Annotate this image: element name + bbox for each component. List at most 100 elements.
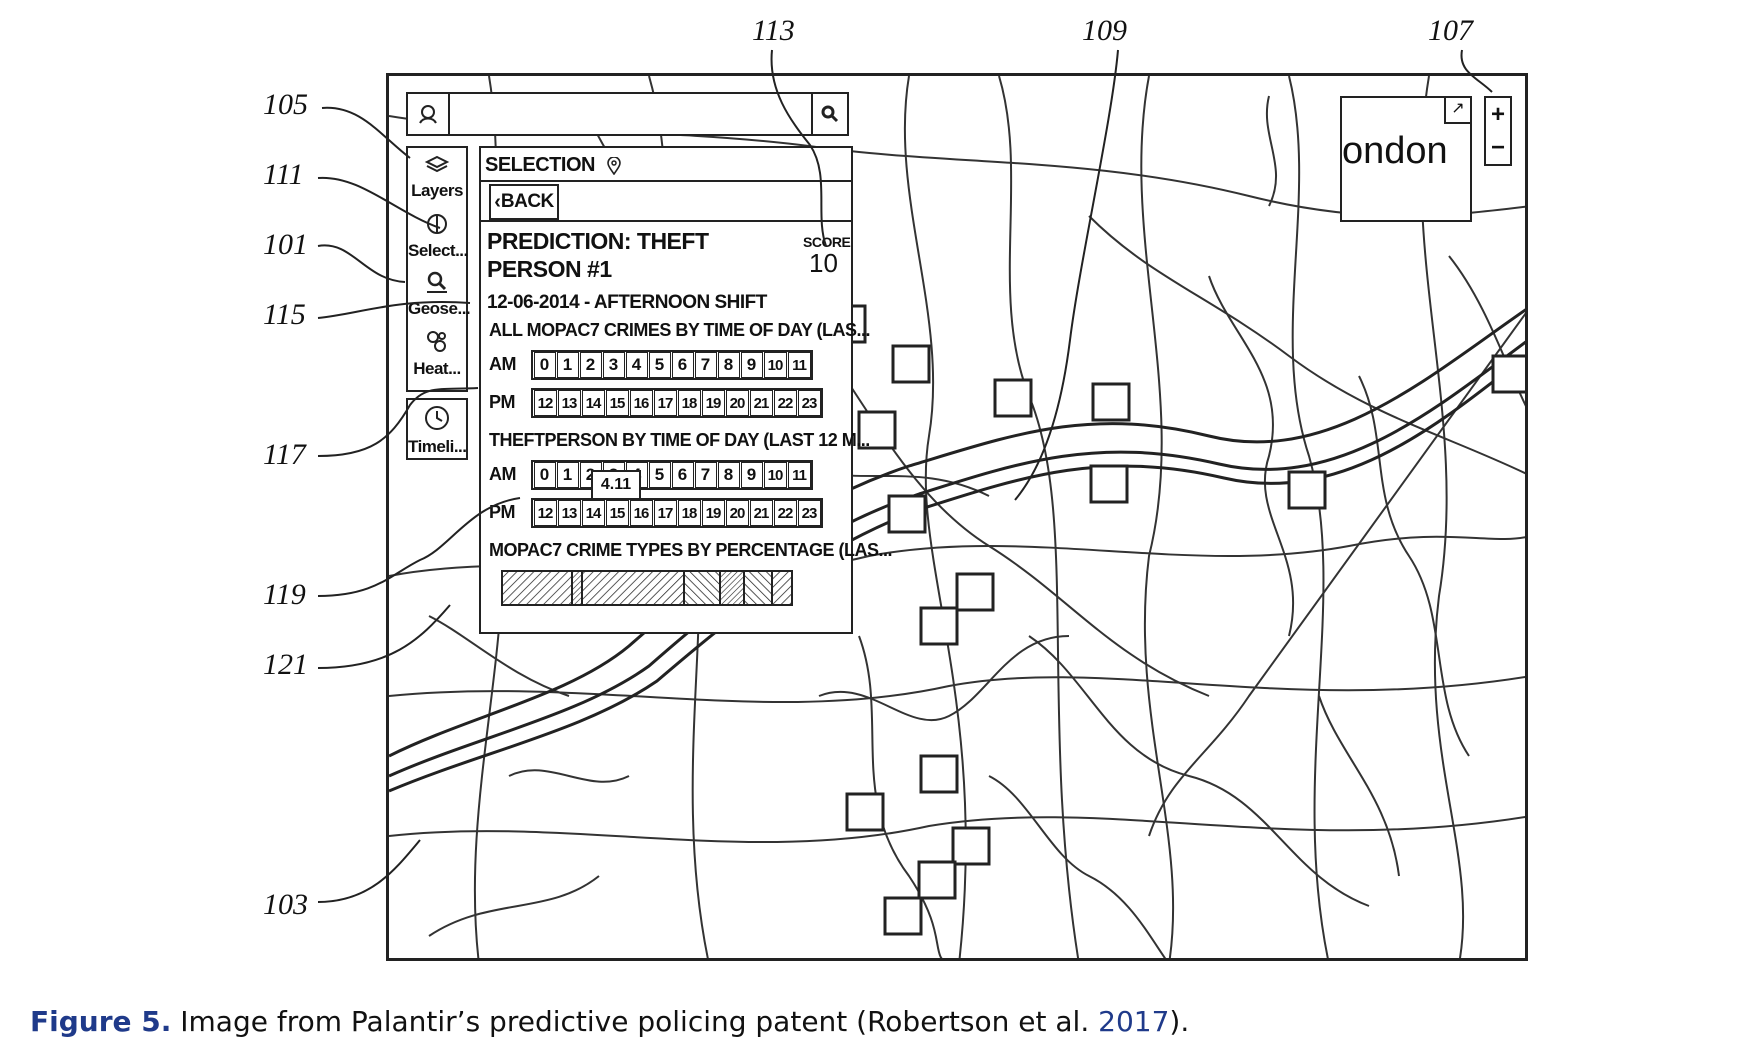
select-label: Select...	[408, 241, 468, 260]
timeline-label: Timeli...	[408, 437, 467, 456]
hour-cell[interactable]: 9	[740, 462, 763, 488]
section-theft-person: THEFTPERSON BY TIME OF DAY (LAST 12 M...	[489, 430, 870, 450]
hour-cell[interactable]: 23	[797, 500, 821, 526]
layers-button[interactable]: Layers	[408, 154, 466, 210]
search-input[interactable]	[450, 102, 790, 128]
hour-cell[interactable]: 15	[605, 500, 629, 526]
back-button[interactable]: ‹ BACK	[489, 184, 559, 220]
citation-year-link[interactable]: 2017	[1098, 1005, 1170, 1038]
ref-101: 101	[263, 228, 308, 261]
zoom-out-button[interactable]: −	[1490, 134, 1505, 161]
hour-cell[interactable]: 18	[677, 500, 701, 526]
hour-cell[interactable]: 12	[533, 500, 557, 526]
hour-cell[interactable]: 5	[648, 352, 671, 378]
ref-105: 105	[263, 88, 308, 121]
layers-label: Layers	[411, 181, 463, 200]
clock-icon	[425, 406, 449, 430]
selection-header-label: SELECTION	[485, 154, 595, 176]
hour-cell[interactable]: 23	[797, 390, 821, 416]
crime-type-percentage-bar	[501, 570, 793, 606]
hour-cell[interactable]: 13	[557, 500, 581, 526]
expand-icon[interactable]: ↗	[1444, 98, 1470, 124]
heatmap-label: Heat...	[413, 359, 461, 378]
geosearch-label: Geose...	[408, 299, 471, 318]
hour-cell[interactable]: 17	[653, 390, 677, 416]
panel-divider	[481, 220, 851, 222]
hour-cell[interactable]: 16	[629, 390, 653, 416]
hour-cell[interactable]: 13	[557, 390, 581, 416]
am-label-1: AM	[489, 354, 517, 374]
hour-cell[interactable]: 10	[763, 462, 787, 488]
hour-cell[interactable]: 11	[787, 462, 811, 488]
hour-cell[interactable]: 18	[677, 390, 701, 416]
hour-cell[interactable]: 0	[533, 462, 556, 488]
geosearch-icon	[427, 271, 447, 293]
hour-cell[interactable]: 7	[694, 462, 717, 488]
section-all-crimes: ALL MOPAC7 CRIMES BY TIME OF DAY (LAS...	[489, 320, 871, 340]
layers-icon	[424, 155, 450, 173]
hour-cell[interactable]: 19	[701, 500, 725, 526]
hour-cell[interactable]: 22	[773, 500, 797, 526]
hour-cell[interactable]: 6	[671, 462, 694, 488]
user-icon[interactable]	[408, 94, 450, 134]
caption-tail: ).	[1169, 1005, 1190, 1038]
pm-label-2: PM	[489, 502, 516, 522]
hour-cell[interactable]: 5	[648, 462, 671, 488]
hour-cell[interactable]: 6	[671, 352, 694, 378]
location-pin-icon	[607, 155, 621, 176]
am-label-2: AM	[489, 464, 517, 484]
hour-cell[interactable]: 19	[701, 390, 725, 416]
hour-cell[interactable]: 8	[717, 352, 740, 378]
heatmap-button[interactable]: Heat...	[408, 328, 466, 388]
ref-107: 107	[1428, 14, 1473, 47]
hour-cell[interactable]: 4	[625, 352, 648, 378]
hour-tooltip: 4.11	[591, 470, 641, 500]
select-button[interactable]: Select...	[408, 212, 468, 268]
prediction-title: PREDICTION: THEFT	[487, 228, 709, 254]
selection-panel: SELECTION ‹ BACK PREDICTION: THEFT PERSO…	[479, 146, 893, 634]
caption-text: Image from Palantir’s predictive policin…	[171, 1005, 1099, 1038]
hour-cell[interactable]: 10	[763, 352, 787, 378]
search-icon[interactable]	[811, 94, 847, 134]
search-bar[interactable]	[406, 92, 849, 136]
hour-cell[interactable]: 20	[725, 390, 749, 416]
figure-number: Figure 5.	[30, 1005, 172, 1038]
ref-121: 121	[263, 648, 308, 681]
hour-cell[interactable]: 1	[556, 462, 579, 488]
chevron-left-icon: ‹	[494, 190, 501, 213]
hour-cell[interactable]: 11	[787, 352, 811, 378]
ref-115: 115	[263, 298, 306, 331]
section-crime-types: MOPAC7 CRIME TYPES BY PERCENTAGE (LAS...	[489, 540, 893, 560]
score-value: 10	[809, 248, 838, 278]
hour-cell[interactable]: 3	[602, 352, 625, 378]
city-label-box[interactable]: ↗ ondon	[1340, 96, 1472, 222]
hour-cell[interactable]: 12	[533, 390, 557, 416]
hour-cell[interactable]: 8	[717, 462, 740, 488]
hour-cell[interactable]: 15	[605, 390, 629, 416]
hour-cell[interactable]: 20	[725, 500, 749, 526]
hour-cell[interactable]: 0	[533, 352, 556, 378]
hour-cell[interactable]: 7	[694, 352, 717, 378]
hour-cell[interactable]: 14	[581, 500, 605, 526]
zoom-in-button[interactable]: +	[1490, 101, 1505, 128]
hour-cell[interactable]: 2	[579, 352, 602, 378]
hour-cell[interactable]: 22	[773, 390, 797, 416]
hour-cell[interactable]: 17	[653, 500, 677, 526]
figure-caption: Figure 5. Image from Palantir’s predicti…	[30, 1005, 1189, 1038]
hour-cell[interactable]: 21	[749, 500, 773, 526]
person-title: PERSON #1	[487, 256, 612, 282]
ref-103: 103	[263, 888, 308, 921]
geosearch-button[interactable]: Geose...	[408, 270, 471, 326]
timeline-button[interactable]: Timeli...	[406, 398, 468, 460]
hour-cell[interactable]: 14	[581, 390, 605, 416]
ref-113: 113	[752, 14, 795, 47]
hour-cell[interactable]: 9	[740, 352, 763, 378]
hour-cell[interactable]: 21	[749, 390, 773, 416]
hour-cell[interactable]: 1	[556, 352, 579, 378]
hour-cell[interactable]: 16	[629, 500, 653, 526]
map-view[interactable]: Layers Select... Geose... Heat... Timeli…	[386, 73, 1528, 961]
